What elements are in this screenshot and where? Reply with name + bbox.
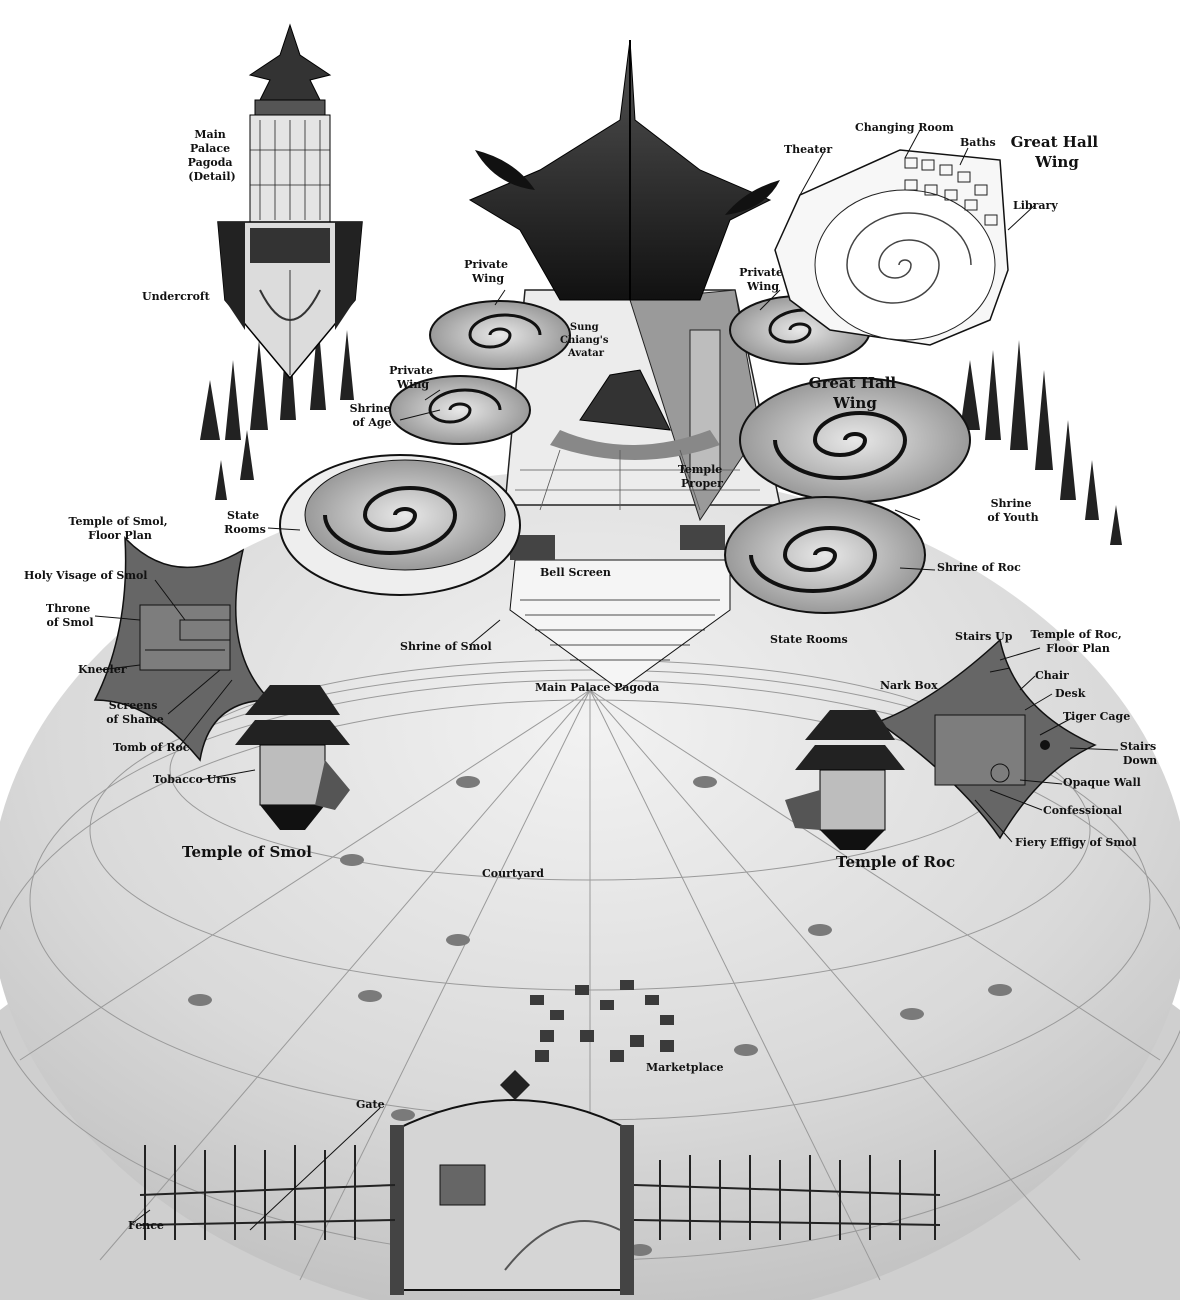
state-rooms-left — [279, 454, 521, 596]
label-line: Temple — [678, 463, 722, 476]
label-temple-proper: Temple Proper — [678, 463, 726, 490]
shrine-of-roc-spiral — [724, 496, 926, 614]
label-line: Private — [389, 364, 433, 377]
label-line: Throne — [46, 602, 90, 615]
label-line: Screens — [109, 699, 158, 712]
tree-ring — [200, 310, 1122, 545]
temple-of-roc-building — [785, 710, 905, 850]
leader-lines — [94, 129, 1119, 1231]
fence — [139, 1145, 941, 1240]
label-line: Main — [194, 128, 225, 141]
label-line: State — [227, 509, 259, 522]
map-labels: Main Palace Pagoda (Detail) Undercroft P… — [24, 121, 1160, 1232]
label-bell-screen: Bell Screen — [540, 566, 611, 579]
label-line: Temple of Smol, — [69, 515, 168, 528]
label-line: Sung — [570, 322, 599, 333]
label-line: Chiang's — [560, 335, 609, 346]
label-great-hall-wing-plan: Great Hall Wing — [1011, 133, 1104, 171]
label-chair: Chair — [1035, 669, 1069, 682]
private-wing-left-top — [429, 300, 571, 370]
label-marketplace: Marketplace — [646, 1061, 724, 1074]
label-main-palace-pagoda: Main Palace Pagoda — [535, 681, 659, 694]
label-line: Rooms — [224, 523, 266, 536]
gate — [390, 1070, 634, 1295]
label-temple-of-smol: Temple of Smol — [182, 843, 312, 861]
label-shrine-of-age: Shrine of Age — [350, 402, 395, 429]
label-throne-of-smol: Throne of Smol — [46, 602, 94, 629]
label-line: of Smol — [47, 616, 94, 629]
label-desk: Desk — [1055, 687, 1086, 700]
label-tiger-cage: Tiger Cage — [1063, 710, 1130, 723]
label-tobacco-urns: Tobacco Urns — [153, 773, 236, 786]
label-line: Floor Plan — [88, 529, 152, 542]
label-shrine-of-smol: Shrine of Smol — [400, 640, 492, 653]
label-main-palace-pagoda-detail: Main Palace Pagoda (Detail) — [188, 128, 237, 183]
label-private-wing-right: Private Wing — [739, 266, 787, 293]
label-line: Proper — [681, 477, 723, 490]
pagoda-detail — [217, 23, 363, 380]
label-line: Shrine — [991, 497, 1032, 510]
label-nark-box: Nark Box — [880, 679, 938, 692]
label-kneeler: Kneeler — [78, 663, 127, 676]
label-stairs-down: Stairs Down — [1120, 740, 1160, 767]
label-line: Palace — [190, 142, 230, 155]
temple-of-smol-building — [235, 685, 350, 830]
label-line: Wing — [746, 280, 779, 293]
label-library: Library — [1013, 199, 1058, 212]
temple-of-smol-floor-plan — [93, 536, 272, 762]
label-temple-of-roc-floor-plan: Temple of Roc, Floor Plan — [1030, 628, 1125, 655]
label-gate: Gate — [356, 1098, 385, 1111]
label-baths: Baths — [960, 136, 996, 149]
label-state-rooms-right: State Rooms — [770, 633, 848, 646]
label-shrine-of-roc: Shrine of Roc — [937, 561, 1021, 574]
label-line: Avatar — [567, 348, 605, 359]
private-wing-left-mid — [389, 375, 531, 445]
marketplace-stalls — [530, 980, 674, 1062]
label-temple-of-smol-floor-plan: Temple of Smol, Floor Plan — [69, 515, 172, 542]
great-hall-floor-plan — [774, 149, 1009, 346]
label-sung-chiangs-avatar: Sung Chiang's Avatar — [560, 322, 612, 359]
label-temple-of-roc: Temple of Roc — [836, 853, 955, 871]
label-changing-room: Changing Room — [855, 121, 954, 134]
label-line: Pagoda — [188, 156, 233, 169]
label-line: Wing — [832, 394, 877, 412]
label-line: Wing — [471, 272, 504, 285]
label-line: of Shame — [106, 713, 164, 726]
label-line: Shrine — [350, 402, 391, 415]
label-line: of Youth — [987, 511, 1038, 524]
label-tomb-of-roc: Tomb of Roc — [113, 741, 190, 754]
label-screens-of-shame: Screens of Shame — [106, 699, 164, 726]
label-line: Wing — [396, 378, 429, 391]
label-fiery-effigy-of-smol: Fiery Effigy of Smol — [1015, 836, 1137, 849]
label-fence: Fence — [128, 1219, 164, 1232]
label-line: (Detail) — [188, 170, 236, 183]
temple-of-roc-floor-plan — [876, 638, 1097, 840]
main-palace-pagoda — [468, 39, 781, 691]
label-line: Great Hall — [809, 374, 897, 392]
label-line: Wing — [1034, 153, 1079, 171]
label-great-hall-wing-inner: Great Hall Wing — [809, 374, 902, 412]
label-undercroft: Undercroft — [142, 290, 211, 303]
label-courtyard: Courtyard — [482, 867, 544, 880]
label-line: Temple of Roc, — [1030, 628, 1121, 641]
label-line: Floor Plan — [1046, 642, 1110, 655]
label-line: Stairs — [1120, 740, 1156, 753]
label-private-wing-left-top: Private Wing — [464, 258, 512, 285]
label-line: Down — [1123, 754, 1157, 767]
label-line: Private — [464, 258, 508, 271]
label-stairs-up: Stairs Up — [955, 630, 1013, 643]
label-state-rooms-left: State Rooms — [224, 509, 266, 536]
label-confessional: Confessional — [1043, 804, 1122, 817]
label-line: Private — [739, 266, 783, 279]
label-theater: Theater — [784, 143, 832, 156]
label-holy-visage-of-smol: Holy Visage of Smol — [24, 569, 148, 582]
label-line: of Age — [352, 416, 391, 429]
label-shrine-of-youth: Shrine of Youth — [987, 497, 1038, 524]
label-private-wing-left-mid: Private Wing — [389, 364, 437, 391]
label-opaque-wall: Opaque Wall — [1063, 776, 1141, 789]
label-line: Great Hall — [1011, 133, 1099, 151]
